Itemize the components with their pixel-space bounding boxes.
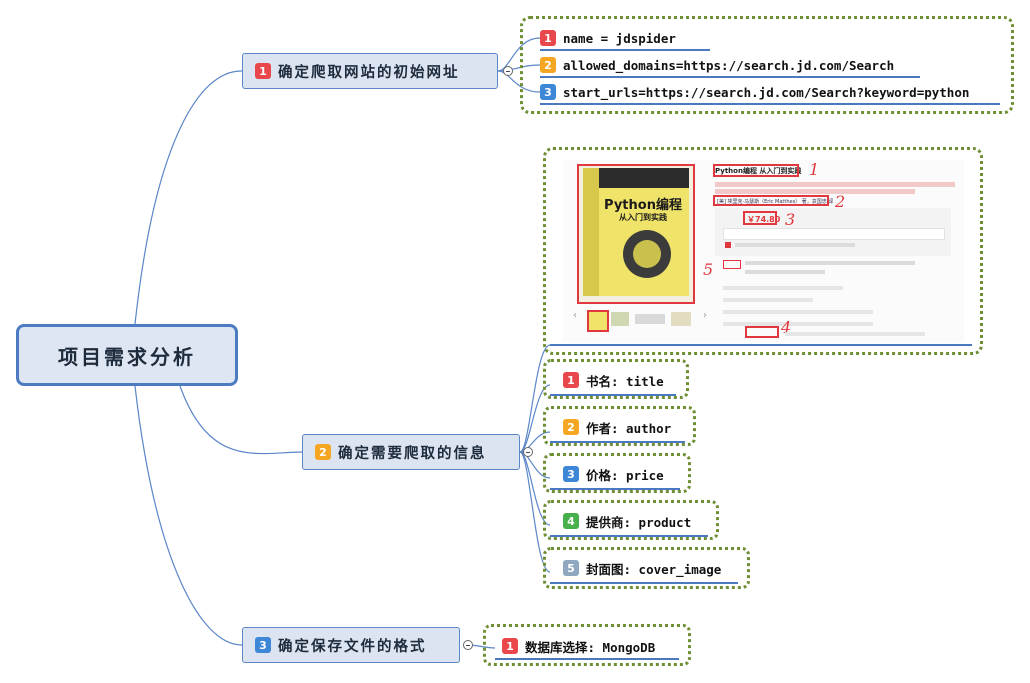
item-text: 数据库选择: MongoDB [525,639,656,655]
item-text: name = jdspider [563,30,676,46]
collapse-toggle-icon[interactable] [503,66,513,76]
branch-target-info[interactable]: 2 确定需要爬取的信息 [302,434,520,470]
number-badge: 2 [563,419,579,435]
item-allowed-domains[interactable]: 2 allowed_domains=https://search.jd.com/… [540,55,894,75]
item-text: start_urls=https://search.jd.com/Search?… [563,84,970,100]
url-items-group [520,16,1014,114]
item-box [543,359,689,399]
item-start-urls[interactable]: 3 start_urls=https://search.jd.com/Searc… [540,82,969,102]
item-box [543,453,691,493]
book-cover-subtitle: 从入门到实践 [619,213,667,222]
root-label: 项目需求分析 [58,344,196,369]
item-cover-image[interactable]: 5 封面图: cover_image [563,558,721,578]
item-product[interactable]: 4 提供商: product [563,511,691,531]
number-badge: 4 [563,513,579,529]
annotation-number: 2 [835,192,846,211]
highlight-box-author [713,195,829,206]
annotation-number: 1 [809,160,820,179]
thumbnail[interactable] [635,314,665,324]
number-badge: 5 [563,560,579,576]
branch-initial-urls[interactable]: 1 确定爬取网站的初始网址 [242,53,498,89]
product-page-screenshot: Python编程 从入门到实践 5 ‹ › Python编程 从入门到实践 1 … [563,160,964,342]
book-cover-title: Python编程 [604,198,682,213]
product-title: Python编程 从入门到实践 [715,167,802,175]
number-badge: 2 [315,444,331,460]
item-text: 价格: price [586,467,664,483]
annotation-number: 3 [785,210,796,229]
item-text: 封面图: cover_image [586,561,722,577]
highlight-box-price [743,211,777,225]
annotation-number: 4 [781,318,792,337]
underline [540,103,1000,105]
item-price[interactable]: 3 价格: price [563,464,664,484]
number-badge: 3 [540,84,556,100]
branch-storage-format[interactable]: 3 确定保存文件的格式 [242,627,460,663]
branch-label: 确定需要爬取的信息 [338,445,487,462]
underline [550,582,738,584]
number-badge: 1 [563,372,579,388]
underline [540,49,710,51]
annotation-number: 5 [703,260,714,279]
underline [550,535,708,537]
thumbnail[interactable] [611,312,629,326]
underline [550,394,676,396]
number-badge: 3 [563,466,579,482]
thumbnail[interactable] [671,312,691,326]
item-box [543,547,750,589]
item-text: allowed_domains=https://search.jd.com/Se… [563,57,895,73]
item-title[interactable]: 1 书名: title [563,370,664,390]
thumbnail[interactable] [587,310,609,332]
underline [550,441,685,443]
branch-label: 确定保存文件的格式 [278,638,427,655]
highlight-box-title [713,164,799,177]
item-text: 提供商: product [586,514,692,530]
collapse-toggle-icon[interactable] [463,640,473,650]
price-value: ￥74.80 [747,215,781,224]
item-database[interactable]: 1 数据库选择: MongoDB [502,636,655,656]
item-text: 书名: title [586,373,664,389]
number-badge: 1 [255,63,271,79]
author-line: [美] 埃里克·马瑟斯（Eric Matthes） 著，袁国忠 译 [717,199,834,205]
branch-label: 确定爬取网站的初始网址 [278,64,460,81]
item-text: 作者: author [586,420,672,436]
item-box [543,500,719,540]
number-badge: 1 [502,638,518,654]
highlight-box-provider [745,326,779,338]
collapse-toggle-icon[interactable] [523,447,533,457]
book-cover-image: Python编程 从入门到实践 [577,164,695,302]
underline [550,344,972,346]
item-box [543,406,696,446]
item-author[interactable]: 2 作者: author [563,417,671,437]
underline [495,658,679,660]
item-box [483,624,691,666]
number-badge: 2 [540,57,556,73]
number-badge: 3 [255,637,271,653]
number-badge: 1 [540,30,556,46]
highlight-box-cover [577,164,695,304]
item-spider-name[interactable]: 1 name = jdspider [540,28,676,48]
underline [540,76,920,78]
product-screenshot-group [543,147,983,355]
underline [550,488,680,490]
root-topic[interactable]: 项目需求分析 [16,324,238,386]
